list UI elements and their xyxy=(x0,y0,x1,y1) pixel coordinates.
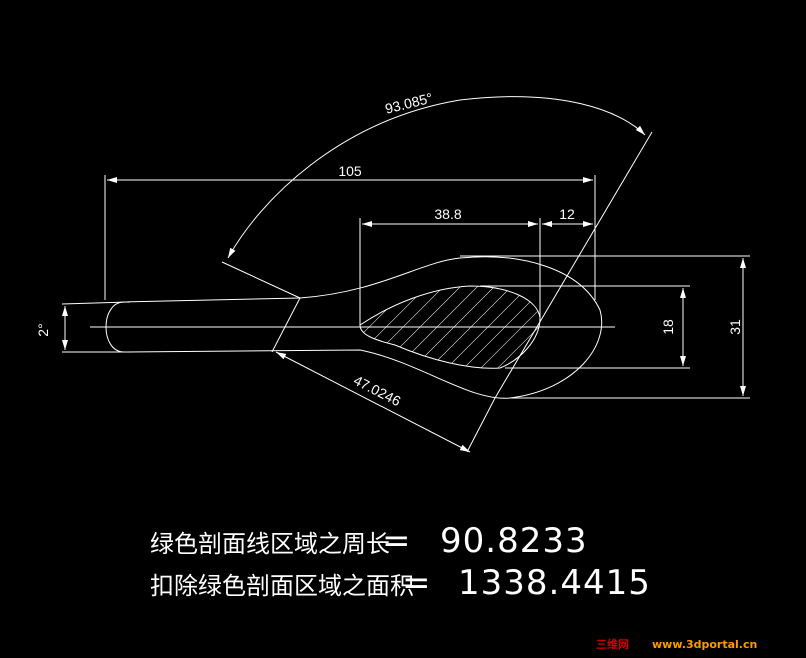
watermark-cn: 三维网 xyxy=(596,637,629,651)
perimeter-equals: = xyxy=(382,521,412,561)
overall-height-label: 31 xyxy=(727,319,743,335)
left-angle-label: 2° xyxy=(35,323,51,336)
perimeter-value: 90.8233 xyxy=(440,521,588,561)
part-outline xyxy=(105,256,603,399)
aligned-length-label: 47.0246 xyxy=(351,372,404,409)
overall-length-label: 105 xyxy=(338,163,362,179)
results: 绿色剖面线区域之周长 = 90.8233 扣除绿色剖面区域之面积 = 1338.… xyxy=(150,521,651,603)
section-length-label: 38.8 xyxy=(434,206,461,222)
watermark-url: www.3dportal.cn xyxy=(652,638,757,651)
overall-length-dimension: 105 xyxy=(104,163,596,300)
angle-dimension-left: 2° xyxy=(35,301,131,353)
offset-label: 12 xyxy=(559,206,575,222)
area-value: 1338.4415 xyxy=(458,563,651,603)
area-label: 扣除绿色剖面区域之面积 xyxy=(150,572,414,600)
area-equals: = xyxy=(402,563,432,603)
watermark: 三维网 www.3dportal.cn xyxy=(596,637,757,651)
perimeter-label: 绿色剖面线区域之周长 xyxy=(150,530,390,558)
section-height-dimension: 18 xyxy=(480,285,690,369)
section-height-label: 18 xyxy=(660,319,676,335)
offset-dimension: 12 xyxy=(542,206,593,227)
